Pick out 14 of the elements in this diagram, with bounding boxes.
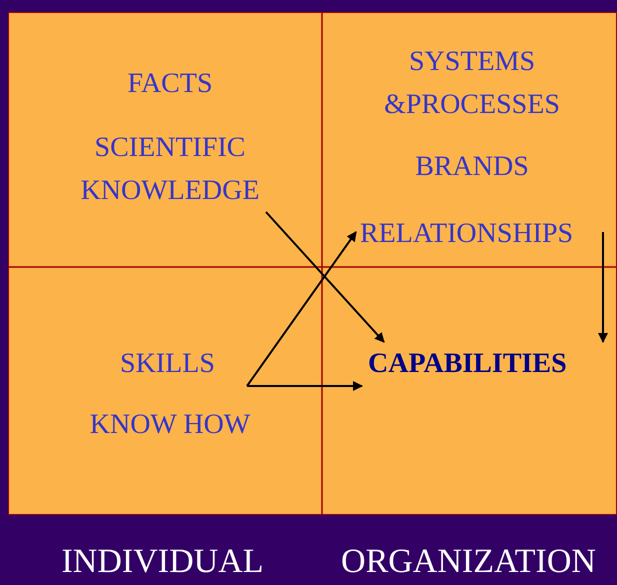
quadrant-text: BRANDS: [414, 150, 530, 184]
axis-label: ORGANIZATION: [340, 542, 597, 582]
node-label: SCIENTIFIC KNOWLEDGE: [70, 126, 270, 212]
arrow: [598, 232, 608, 343]
arrow: [247, 381, 363, 391]
node-label: SKILLS: [100, 342, 248, 386]
quadrant-text: SYSTEMS &PROCESSES: [383, 45, 561, 122]
arrow: [246, 231, 357, 387]
node-label: CAPABILITIES: [362, 342, 612, 386]
node-label: RELATIONSHIPS: [356, 212, 604, 250]
quadrant-text: FACTS: [126, 67, 214, 101]
arrow: [265, 211, 385, 343]
quadrant-text: KNOW HOW: [88, 408, 252, 442]
axis-label: INDIVIDUAL: [60, 542, 265, 582]
